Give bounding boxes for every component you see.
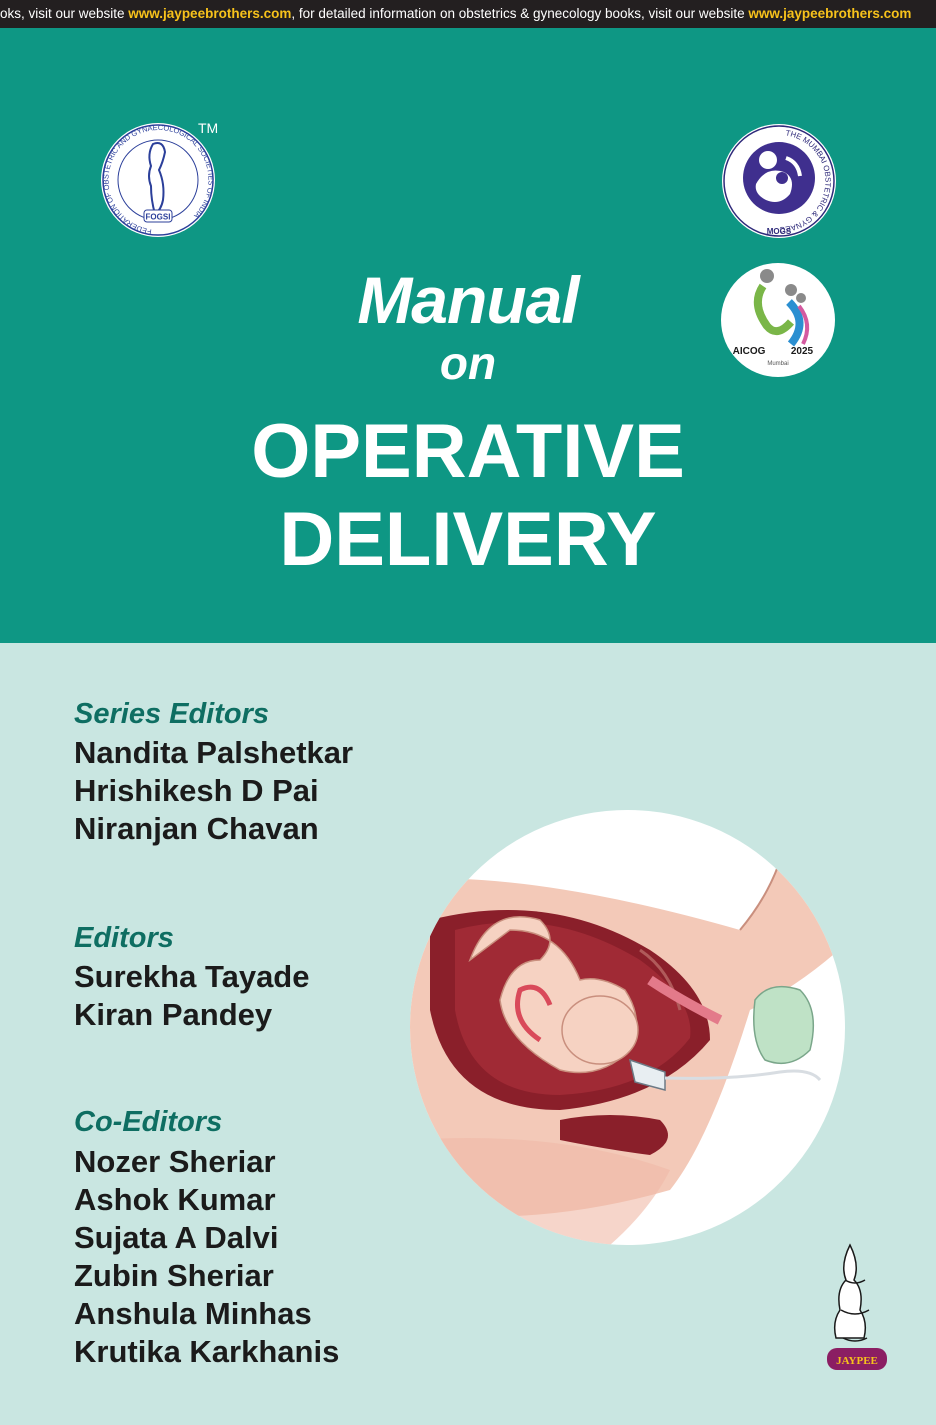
aicog-logo: AICOG 2025 Mumbai (721, 263, 835, 377)
jaypee-logo: JAYPEE (827, 1243, 887, 1370)
jaypee-label: JAYPEE (836, 1355, 878, 1367)
trademark-mark: TM (198, 120, 219, 136)
co-editor-name: Sujata A Dalvi (74, 1220, 279, 1255)
co-editor-name: Ashok Kumar (74, 1182, 276, 1217)
banner-text-2: , for detailed information on obstetrics… (291, 6, 749, 21)
title-delivery: DELIVERY (279, 497, 657, 582)
aicog-city: Mumbai (767, 361, 788, 367)
co-editors-heading: Co-Editors (74, 1106, 223, 1138)
title-on: on (439, 337, 497, 389)
banner-text-1: oks, visit our website (0, 6, 129, 21)
series-editor-name: Niranjan Chavan (74, 811, 319, 846)
fogsi-badge: FOGSI (146, 213, 171, 222)
vacuum-delivery-illustration (410, 810, 845, 1245)
aicog-year: 2025 (791, 346, 814, 357)
co-editor-name: Krutika Karkhanis (74, 1334, 340, 1369)
aicog-label: AICOG (733, 346, 766, 357)
editor-name: Kiran Pandey (74, 997, 273, 1032)
mogs-logo: THE MUMBAI OBSTETRIC & GYNAECOLOGICAL SO… (720, 122, 836, 238)
co-editor-name: Zubin Sheriar (74, 1258, 274, 1293)
banner-link-1[interactable]: www.jaypeebrothers.com (128, 6, 292, 21)
title-manual: Manual (357, 263, 579, 337)
series-editor-name: Hrishikesh D Pai (74, 773, 319, 808)
co-editor-name: Nozer Sheriar (74, 1144, 276, 1179)
series-editor-name: Nandita Palshetkar (74, 735, 354, 770)
series-editors-heading: Series Editors (74, 698, 270, 730)
top-banner: oks, visit our website www.jaypeebrother… (0, 0, 936, 28)
banner-link-2[interactable]: www.jaypeebrothers.com (748, 6, 912, 21)
co-editor-name: Anshula Minhas (74, 1296, 312, 1331)
fogsi-logo: FEDERATION OF OBSTETRIC AND GYNAECOLOGIC… (101, 123, 216, 237)
mogs-badge: MOGS (767, 227, 792, 236)
title-operative: OPERATIVE (251, 409, 685, 494)
editor-name: Surekha Tayade (74, 959, 310, 994)
editors-heading: Editors (74, 922, 174, 954)
